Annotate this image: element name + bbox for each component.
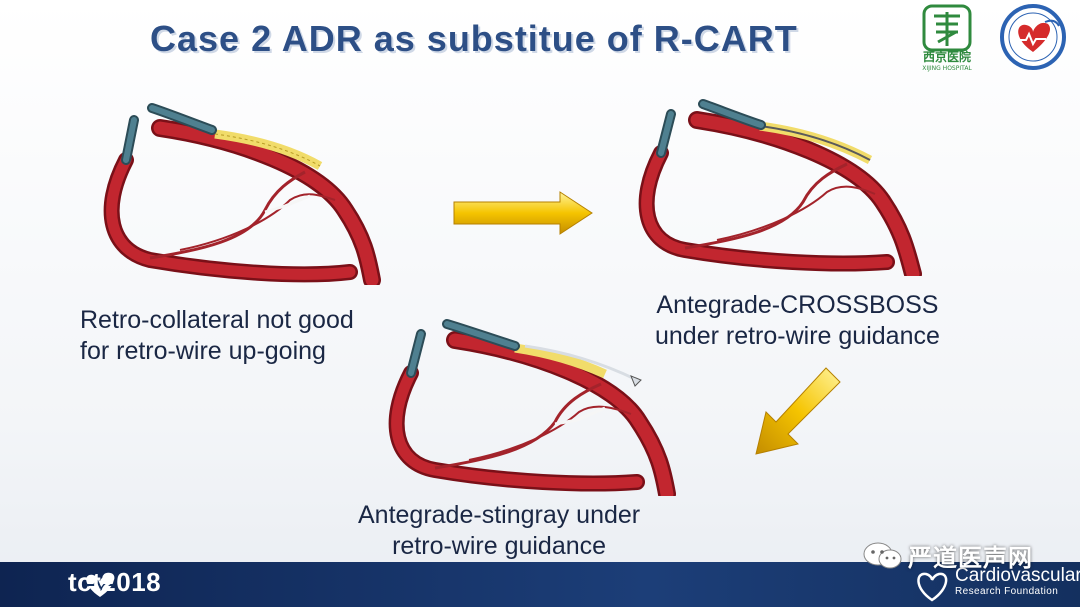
- caption-step1-line2: for retro-wire up-going: [80, 336, 354, 367]
- slide-title: Case 2 ADR as substitue of R-CART: [150, 18, 798, 60]
- arrow-right-icon: [452, 190, 594, 236]
- crf-line2: Research Foundation: [955, 586, 1080, 598]
- heart-center-logo: [990, 2, 1076, 72]
- caption-step2-line2: under retro-wire guidance: [655, 321, 940, 352]
- coronary-diagram-step3: [375, 318, 685, 496]
- caption-step2: Antegrade-CROSSBOSS under retro-wire gui…: [655, 290, 940, 352]
- svg-text:西京医院: 西京医院: [923, 49, 971, 64]
- crf-logo-icon: [912, 568, 952, 602]
- tct-brand: tct2018: [68, 567, 161, 598]
- arrow-down-left-icon: [748, 364, 844, 460]
- caption-step1-line1: Retro-collateral not good: [80, 305, 354, 336]
- coronary-diagram-step2: [625, 98, 930, 276]
- caption-step1: Retro-collateral not good for retro-wire…: [80, 305, 354, 367]
- wechat-icon: [862, 541, 904, 571]
- caption-step3-line2: retro-wire guidance: [358, 531, 640, 562]
- svg-text:XIJING HOSPITAL: XIJING HOSPITAL: [922, 65, 972, 72]
- caption-step3: Antegrade-stingray under retro-wire guid…: [358, 500, 640, 562]
- xijing-hospital-logo: 西京医院 XIJING HOSPITAL: [906, 2, 988, 72]
- watermark-text: 严道医声网: [908, 538, 1033, 573]
- caption-step3-line1: Antegrade-stingray under: [358, 500, 640, 531]
- caption-step2-line1: Antegrade-CROSSBOSS: [655, 290, 940, 321]
- coronary-diagram-step1: [90, 100, 390, 285]
